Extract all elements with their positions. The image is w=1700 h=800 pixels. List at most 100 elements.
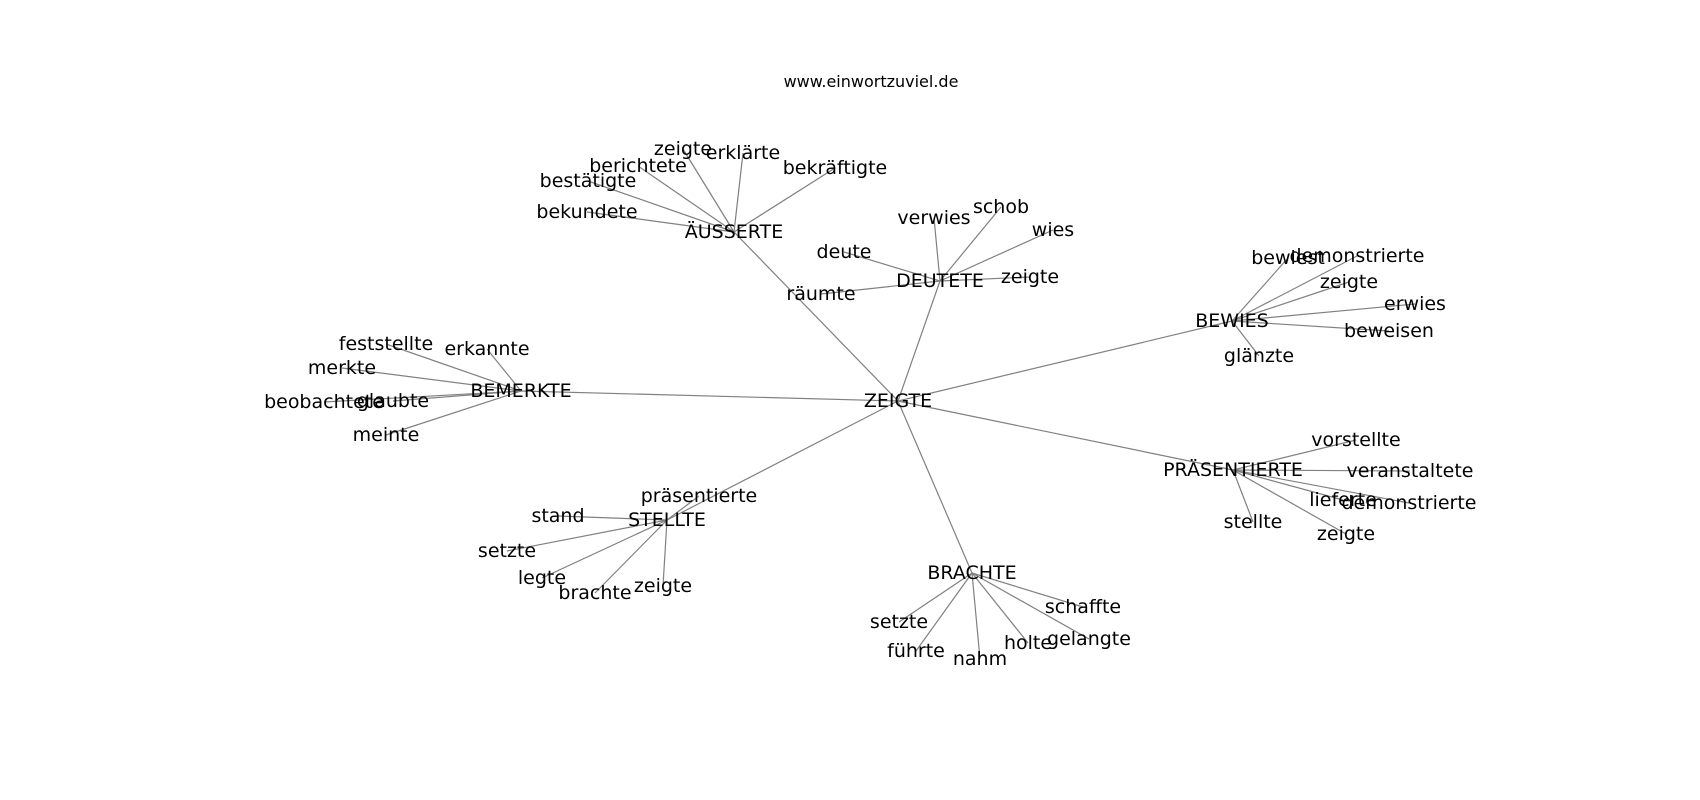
leaf-node-bewies-0: bewiest bbox=[1251, 247, 1325, 269]
edge-aeusserte-5 bbox=[586, 211, 735, 233]
edge-stellte-1 bbox=[557, 515, 668, 521]
edge-bewies-0 bbox=[1231, 257, 1289, 322]
leaf-node-praesentierte-1: veranstaltete bbox=[1347, 460, 1474, 482]
edge-brachte-0 bbox=[971, 572, 1084, 608]
hub-node-deutete: DEUTETE bbox=[896, 270, 984, 292]
leaf-node-stellte-3: legte bbox=[518, 567, 566, 589]
edge-deutete-4 bbox=[939, 276, 1031, 282]
edge-bemerkte-2 bbox=[341, 367, 522, 392]
leaf-node-bewies-3: erwies bbox=[1384, 293, 1446, 315]
edge-center-bewies bbox=[897, 320, 1233, 402]
edge-deutete-2 bbox=[939, 229, 1054, 282]
leaf-node-deutete-1: schob bbox=[973, 196, 1029, 218]
edge-stellte-5 bbox=[662, 519, 668, 587]
leaf-node-bewies-4: beweisen bbox=[1344, 320, 1434, 342]
hub-node-praesentierte: PRÄSENTIERTE bbox=[1163, 458, 1303, 481]
leaf-node-brachte-1: setzte bbox=[870, 611, 928, 633]
leaf-node-bemerkte-4: glaubte bbox=[357, 390, 429, 412]
leaf-node-bewies-1: demonstrierte bbox=[1289, 245, 1424, 267]
edge-brachte-5 bbox=[971, 572, 981, 660]
edge-center-deutete bbox=[897, 280, 941, 402]
hub-node-bewies: BEWIES bbox=[1195, 310, 1269, 332]
leaf-node-aeusserte-5: bekundete bbox=[536, 201, 637, 223]
edge-center-stellte bbox=[666, 400, 899, 521]
leaf-node-brachte-5: nahm bbox=[953, 648, 1007, 670]
edge-aeusserte-4 bbox=[587, 180, 735, 233]
leaf-node-aeusserte-1: erklärte bbox=[706, 142, 780, 164]
edge-stellte-0 bbox=[666, 495, 700, 521]
edge-praesentierte-2 bbox=[1232, 469, 1344, 501]
edge-bewies-2 bbox=[1231, 281, 1350, 322]
edge-layer bbox=[323, 148, 1416, 660]
edge-bewies-5 bbox=[1231, 320, 1260, 357]
edge-praesentierte-3 bbox=[1232, 469, 1410, 504]
leaf-node-bemerkte-5: meinte bbox=[353, 424, 420, 446]
leaf-node-bemerkte-2: merkte bbox=[308, 357, 376, 379]
leaf-node-brachte-0: schaffte bbox=[1045, 596, 1121, 618]
leaf-node-stellte-4: brachte bbox=[558, 582, 631, 604]
edge-stellte-3 bbox=[541, 519, 668, 579]
edge-brachte-4 bbox=[915, 572, 973, 652]
edge-brachte-2 bbox=[971, 572, 1090, 640]
hub-node-brachte: BRACHTE bbox=[927, 562, 1016, 584]
edge-bemerkte-4 bbox=[392, 390, 522, 402]
leaf-node-stellte-2: setzte bbox=[478, 540, 536, 562]
edge-deutete-0 bbox=[933, 217, 941, 282]
edge-praesentierte-1 bbox=[1232, 469, 1411, 472]
hub-node-bemerkte: BEMERKTE bbox=[470, 380, 571, 402]
leaf-node-aeusserte-0: zeigte bbox=[654, 138, 712, 160]
edge-bemerkte-5 bbox=[385, 390, 522, 436]
edge-deutete-1 bbox=[939, 206, 1002, 282]
leaf-node-praesentierte-3: demonstrierte bbox=[1341, 492, 1476, 514]
edge-praesentierte-5 bbox=[1232, 469, 1347, 535]
leaf-node-bewies-5: glänzte bbox=[1224, 345, 1294, 367]
edge-bemerkte-0 bbox=[385, 343, 522, 392]
leaf-node-deutete-0: verwies bbox=[897, 207, 970, 229]
edge-brachte-1 bbox=[898, 572, 973, 623]
edge-aeusserte-3 bbox=[733, 167, 836, 233]
edge-stellte-2 bbox=[506, 519, 668, 552]
leaf-node-aeusserte-3: bekräftigte bbox=[783, 157, 888, 179]
leaf-node-bewies-2: zeigte bbox=[1320, 271, 1378, 293]
leaf-node-praesentierte-4: stellte bbox=[1224, 511, 1283, 533]
leaf-node-deutete-4: zeigte bbox=[1001, 266, 1059, 288]
leaf-node-bemerkte-0: feststellte bbox=[339, 333, 433, 355]
edge-aeusserte-0 bbox=[682, 148, 735, 233]
leaf-node-stellte-0: präsentierte bbox=[641, 485, 758, 507]
edge-aeusserte-1 bbox=[733, 152, 744, 233]
leaf-node-stellte-1: stand bbox=[531, 505, 584, 527]
edge-aeusserte-2 bbox=[637, 165, 735, 233]
edge-center-aeusserte bbox=[733, 231, 899, 402]
leaf-node-bemerkte-1: erkannte bbox=[444, 338, 529, 360]
leaf-node-bemerkte-3: beobachtete bbox=[264, 391, 384, 413]
edge-deutete-3 bbox=[843, 251, 941, 282]
leaf-node-deutete-2: wies bbox=[1032, 219, 1074, 241]
edge-bemerkte-1 bbox=[486, 348, 522, 392]
leaf-node-praesentierte-5: zeigte bbox=[1317, 523, 1375, 545]
hub-node-aeusserte: ÄUSSERTE bbox=[685, 220, 783, 243]
edge-center-brachte bbox=[897, 400, 973, 574]
leaf-node-praesentierte-2: lieferte bbox=[1309, 489, 1377, 511]
edge-deutete-5 bbox=[820, 280, 941, 295]
edge-center-praesentierte bbox=[897, 400, 1234, 471]
edge-praesentierte-0 bbox=[1232, 439, 1357, 471]
edge-praesentierte-4 bbox=[1232, 469, 1254, 523]
leaf-node-praesentierte-0: vorstellte bbox=[1311, 429, 1400, 451]
center-node-label: ZEIGTE bbox=[864, 390, 932, 412]
hub-node-stellte: STELLTE bbox=[628, 509, 706, 531]
edge-brachte-3 bbox=[971, 572, 1029, 644]
leaf-node-stellte-5: zeigte bbox=[634, 575, 692, 597]
edge-bewies-3 bbox=[1231, 303, 1416, 322]
leaf-node-deutete-3: deute bbox=[817, 241, 872, 263]
leaf-node-brachte-4: führte bbox=[887, 640, 945, 662]
site-caption: www.einwortzuviel.de bbox=[783, 72, 959, 91]
leaf-node-brachte-3: holte bbox=[1004, 632, 1052, 654]
edge-center-bemerkte bbox=[520, 390, 899, 402]
edge-bewies-4 bbox=[1231, 320, 1390, 332]
edge-bewies-1 bbox=[1231, 255, 1358, 322]
leaf-node-deutete-5: räumte bbox=[786, 283, 855, 305]
leaf-node-aeusserte-2: berichtete bbox=[589, 155, 687, 177]
edge-bemerkte-3 bbox=[323, 390, 522, 403]
